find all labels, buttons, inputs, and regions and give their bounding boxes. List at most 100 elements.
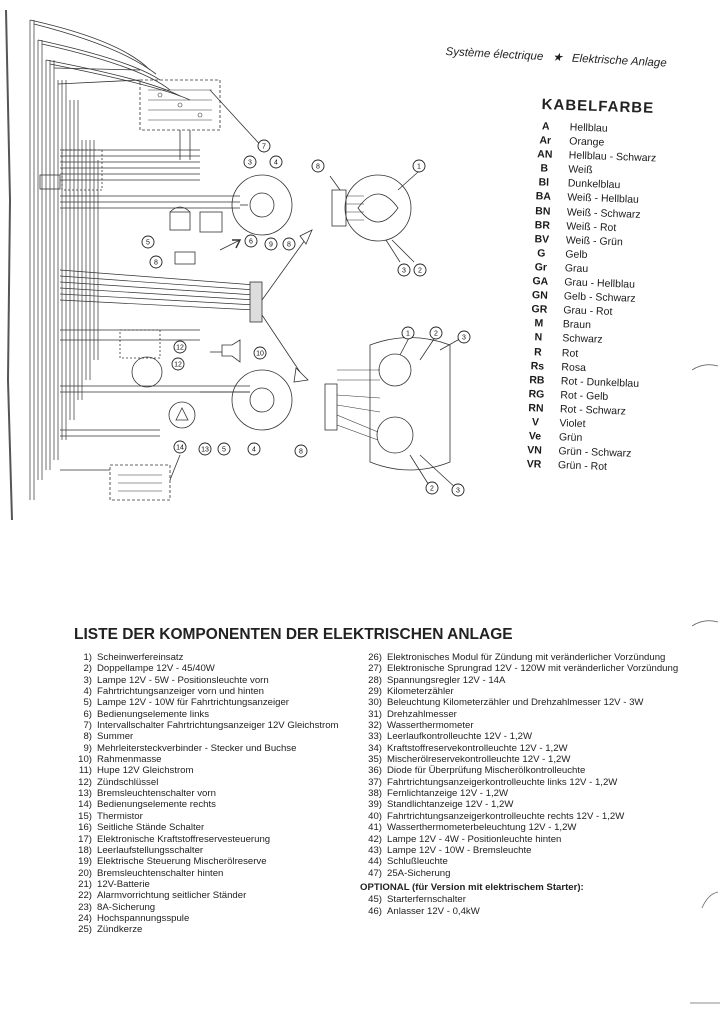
callout-2c [425,481,439,495]
component-number: 24) [78,912,92,924]
component-name: Elektrische Steuerung Mischerölreserve [97,856,267,868]
component-name: Drehzahlmesser [387,708,457,720]
component-name: Starterfernschalter [387,894,466,906]
cable-color-code: VN [526,444,542,457]
callout-13 [198,442,212,456]
cable-color-name: Gelb - Schwarz [563,290,636,305]
cable-color-code: Gr [534,261,548,274]
component-number: 8) [83,731,92,743]
callout-label: 3 [456,488,460,495]
callout-label: 10 [256,351,264,358]
component-name: Mischerölreservekontrolleuchte 12V - 1,2… [387,754,571,766]
cable-color-name: Rosa [561,360,587,374]
component-number: 46) [368,905,382,917]
callout-label: 1 [406,331,410,338]
component-number: 45) [368,894,382,906]
callout-11 [253,346,267,360]
cable-color-name: Gelb [565,248,588,261]
cable-color-code: BV [534,232,550,246]
callout-3c [451,483,465,497]
components-list-right: 26)Elektronisches Modul für Zündung mit … [360,652,700,917]
component-name: Seitliche Stände Schalter [97,822,205,834]
component-name: Lampe 12V - 10W - Bremsleuchte [387,844,532,856]
component-number: 23) [78,901,92,913]
component-list-item: 17)Elektronische Kraftstoffreservesteuer… [68,834,348,845]
component-number: 20) [78,867,92,879]
margin-mark [690,1002,720,1004]
component-list-item: 1)Scheinwerfereinsatz [68,652,348,663]
component-name: Intervallschalter Fahrtrichtungsanzeiger… [97,720,339,732]
component-name: Zündkerze [97,924,143,936]
cable-color-name: Grau [564,262,589,276]
component-number: 5) [83,697,92,709]
callout-label: 2 [430,486,434,493]
margin-mark [691,364,719,371]
component-number: 36) [368,765,382,777]
component-list-item: 44) Schlußleuchte [360,856,700,867]
callout-9d [294,444,308,458]
component-list-item: 6)Bedienungselemente links [68,709,348,720]
callout-3b [457,330,471,344]
component-number: 38) [368,788,382,800]
component-number: 10) [78,754,92,766]
component-name: Bedienungselemente rechts [97,799,216,811]
component-name: Doppellampe 12V - 45/40W [97,663,215,675]
component-name: Lampe 12V - 4W - Positionleuchte hinten [387,833,562,845]
component-number: 9) [83,742,92,754]
cable-color-name: Weiß - Grün [565,234,623,249]
component-name: Schlußleuchte [387,856,448,868]
component-number: 4) [83,686,92,698]
cable-color-name: Weiß - Hellblau [567,191,640,207]
component-number: 19) [78,856,92,868]
cable-color-name: Violet [559,417,586,431]
component-name: 12V-Batterie [97,878,150,890]
callout-label: 5 [146,240,150,247]
cable-color-code: GN [531,289,548,302]
component-list-item: 39)Standlichtanzeige 12V - 1,2W [360,799,700,810]
cable-color-code: RB [529,373,545,387]
component-list-item: 10)Rahmenmasse [68,754,348,765]
margin-mark [691,620,719,627]
component-list-item: 13)Bremsleuchtenschalter vorn [68,788,348,799]
component-number: 41) [368,822,382,834]
component-name: Hupe 12V Gleichstrom [97,765,194,777]
component-name: Lampe 12V - 10W für Fahrtrichtungsanzeig… [97,697,289,709]
component-number: 6) [83,708,92,720]
component-name: Wasserthermometerbeleuchtung 12V - 1,2W [387,822,577,834]
margin-mark [701,891,719,909]
callout-8 [257,139,271,153]
component-list-item: 2)Doppellampe 12V - 45/40W [68,663,348,674]
component-list-item: 4)Fahrtrichtungsanzeiger vorn und hinten [68,686,348,697]
component-list-item: 20)Bremsleuchtenschalter hinten [68,868,348,879]
star-icon: ★ [552,51,564,65]
component-list-item: 42)Lampe 12V - 4W - Positionleuchte hint… [360,834,700,845]
component-number: 34) [368,742,382,754]
callout-5 [243,155,257,169]
component-name: Fernlichtanzeige 12V - 1,2W [387,788,509,800]
component-list-item: 32)Wasserthermometer [360,720,700,731]
cable-color-name: Weiß - Rot [566,219,617,234]
cable-color-name: Rot - Gelb [560,389,609,403]
component-name: Lampe 12V - 5W - Positionsleuchte vorn [97,674,269,686]
component-number: 12) [78,776,92,788]
cable-color-name: Braun [562,318,592,332]
component-number: 30) [368,697,382,709]
callout-12b [171,357,185,371]
callout-2b [429,326,443,340]
component-list-item: 8)Summer [68,731,348,742]
component-number: 44) [368,856,382,868]
component-number: 25) [78,924,92,936]
cable-color-name: Hellblau [569,121,608,135]
callout-label: 3 [462,335,466,342]
cable-color-name: Orange [569,135,605,149]
callout-label: 2 [418,268,422,275]
cable-color-code: Bl [538,176,550,190]
component-name: 25A-Sicherung [387,867,451,879]
component-number: 35) [368,754,382,766]
callout-label: 8 [316,164,320,171]
callout-label: 1 [417,164,421,171]
callout-2 [413,263,427,277]
component-number: 17) [78,833,92,845]
component-list-item: 12)Zündschlüssel [68,777,348,788]
